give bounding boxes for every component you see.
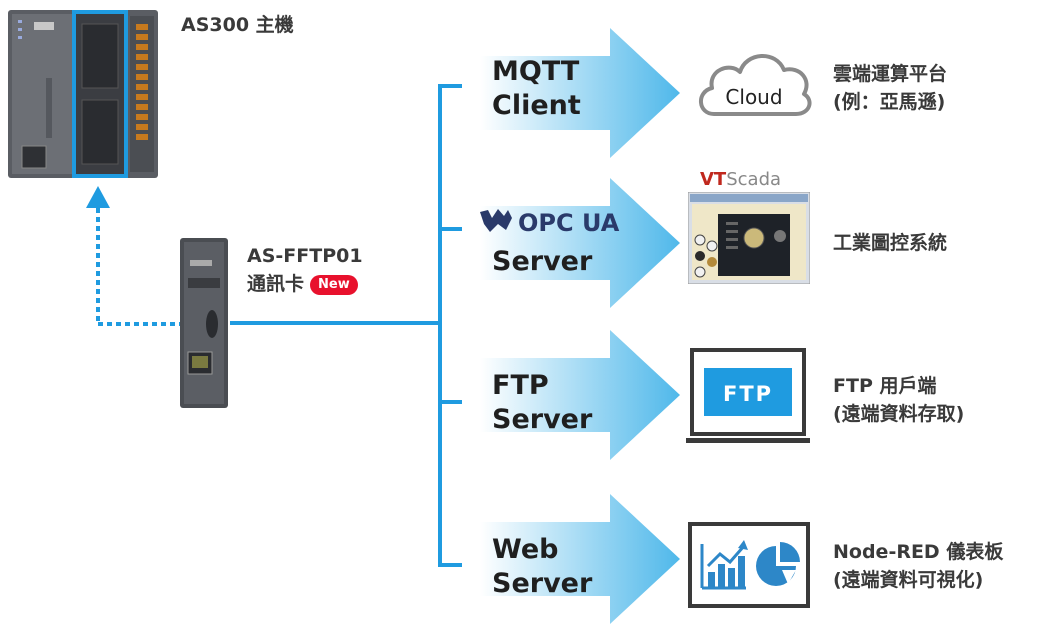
service-mqtt-line1: MQTT	[492, 56, 580, 87]
as300-plc-image	[8, 8, 160, 180]
target-scada-desc1: 工業圖控系統	[833, 232, 948, 254]
dashboard-icon	[688, 522, 810, 608]
vtscada-brand: VTScada	[700, 170, 781, 190]
dotted-link	[86, 186, 182, 326]
service-mqtt: MQTT Client	[492, 55, 581, 123]
service-ftp: FTP Server	[492, 369, 592, 437]
target-node-red-desc1: Node-RED 儀表板	[833, 541, 1004, 563]
service-web-line1: Web	[492, 534, 559, 565]
new-badge: New	[310, 274, 358, 295]
service-opc-line1: Server	[492, 246, 593, 277]
branch-line-web	[438, 563, 462, 567]
vtscada-brand-scada: Scada	[726, 169, 782, 190]
comm-card-label: 通訊卡	[247, 273, 305, 295]
ftp-screen-text: FTP	[723, 382, 773, 406]
cloud-text: Cloud	[725, 85, 782, 109]
pie-chart-icon	[756, 542, 800, 586]
comm-card-image	[178, 238, 230, 408]
service-opc: Server	[492, 245, 592, 279]
service-mqtt-line2: Client	[492, 90, 581, 121]
opc-ua-logo: OPC UA	[478, 204, 620, 242]
target-ftp-desc2: (遠端資料存取)	[833, 403, 965, 425]
ftp-laptop-icon: FTP	[686, 346, 810, 450]
target-ftp-desc1: FTP 用戶端	[833, 375, 937, 397]
service-web-line2: Server	[492, 568, 593, 599]
branch-line-ftp	[438, 400, 462, 404]
comm-card-name: AS-FFTP01	[247, 245, 363, 267]
bus-vertical-line	[438, 84, 442, 567]
arrow-mqtt	[480, 28, 680, 158]
target-ftp-desc: FTP 用戶端 (遠端資料存取)	[833, 372, 964, 428]
branch-line-opc	[438, 227, 462, 231]
service-ftp-line1: FTP	[492, 370, 549, 401]
vtscada-screenshot	[687, 191, 811, 285]
service-web: Web Server	[492, 533, 592, 601]
target-node-red-desc2: (遠端資料可視化)	[833, 569, 984, 591]
arrow-opc	[480, 178, 680, 308]
bar-chart-icon	[700, 540, 748, 590]
target-cloud-desc: 雲端運算平台 (例：亞馬遜)	[833, 60, 947, 116]
target-cloud-desc1: 雲端運算平台	[833, 63, 948, 85]
target-node-red-desc: Node-RED 儀表板 (遠端資料可視化)	[833, 538, 1003, 594]
arrow-web	[480, 494, 680, 624]
as300-label: AS300 主機	[181, 14, 294, 36]
main-link-line	[230, 321, 440, 325]
cloud-icon: Cloud	[692, 44, 816, 122]
service-ftp-line2: Server	[492, 404, 593, 435]
branch-line-mqtt	[438, 84, 462, 88]
target-cloud-desc2: (例：亞馬遜)	[833, 91, 946, 113]
arrow-ftp	[480, 330, 680, 460]
vtscada-brand-vt: VT	[700, 169, 727, 190]
opc-ua-text: OPC UA	[518, 209, 620, 237]
target-scada-desc: 工業圖控系統	[833, 229, 947, 257]
